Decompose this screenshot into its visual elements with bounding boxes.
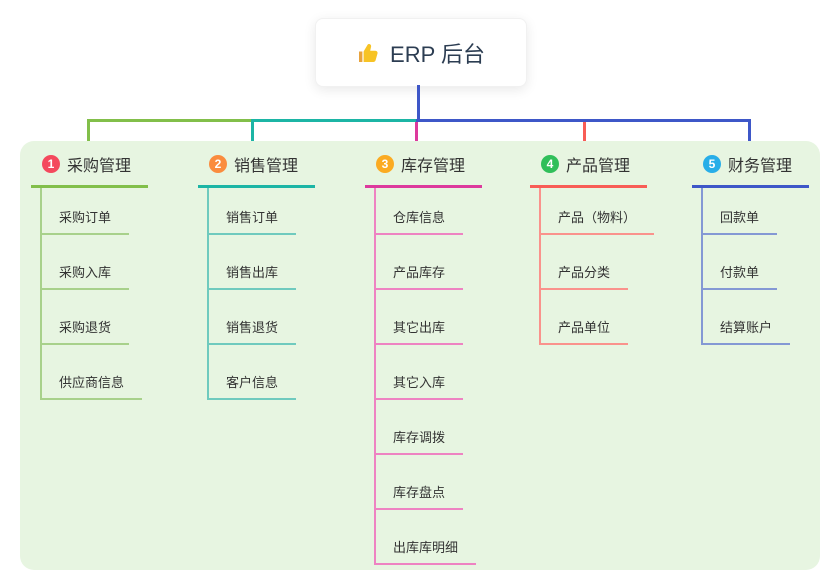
branch-children: 产品（物料） 产品分类产品单位 bbox=[539, 188, 655, 345]
child-item[interactable]: 库存调拨 bbox=[376, 400, 482, 455]
child-item[interactable]: 库存盘点 bbox=[376, 455, 482, 510]
branch-children: 回款单付款单结算账户 bbox=[701, 188, 809, 345]
branch-children: 采购订单采购入库采购退货供应商信息 bbox=[40, 188, 148, 400]
branch-title-label: 产品管理 bbox=[566, 158, 631, 175]
child-item[interactable]: 产品分类 bbox=[541, 235, 654, 290]
branch-title[interactable]: 5 财务管理 bbox=[692, 152, 809, 188]
branch-title-label: 库存管理 bbox=[401, 158, 466, 175]
child-item-label: 产品分类 bbox=[541, 262, 629, 290]
child-item[interactable]: 销售出库 bbox=[209, 235, 315, 290]
child-item-label: 销售退货 bbox=[209, 317, 297, 345]
child-item[interactable]: 结算账户 bbox=[703, 290, 809, 345]
child-item-label: 采购入库 bbox=[42, 262, 130, 290]
child-item[interactable]: 销售退货 bbox=[209, 290, 315, 345]
connector-drop-finance bbox=[748, 119, 751, 150]
child-item-label: 采购订单 bbox=[42, 207, 130, 235]
child-item[interactable]: 采购订单 bbox=[42, 188, 148, 235]
root-node[interactable]: ERP 后台 bbox=[315, 18, 527, 87]
child-item-label: 出库库明细 bbox=[376, 537, 477, 565]
branch-title-label: 销售管理 bbox=[234, 158, 299, 175]
child-item-label: 仓库信息 bbox=[376, 207, 464, 235]
child-item-label: 库存盘点 bbox=[376, 482, 464, 510]
child-item-label: 销售出库 bbox=[209, 262, 297, 290]
child-item[interactable]: 回款单 bbox=[703, 188, 809, 235]
branch-title-label: 财务管理 bbox=[728, 158, 793, 175]
child-item-label: 回款单 bbox=[703, 207, 778, 235]
branch-number-badge: 3 bbox=[376, 155, 394, 173]
branch-children: 仓库信息产品库存其它出库其它入库库存调拨库存盘点出库库明细 bbox=[374, 188, 482, 565]
child-item[interactable]: 采购退货 bbox=[42, 290, 148, 345]
connector-bus-indigo bbox=[416, 119, 751, 122]
branch-column: 3 库存管理 仓库信息产品库存其它出库其它入库库存调拨库存盘点出库库明细 bbox=[365, 152, 482, 565]
connector-bus-green bbox=[87, 119, 253, 122]
child-item-label: 产品（物料） bbox=[541, 207, 655, 235]
child-item[interactable]: 付款单 bbox=[703, 235, 809, 290]
connector-drop-inventory bbox=[415, 122, 418, 150]
child-item[interactable]: 产品（物料） bbox=[541, 188, 655, 235]
child-item-label: 产品库存 bbox=[376, 262, 464, 290]
branch-number-badge: 4 bbox=[541, 155, 559, 173]
child-item-label: 其它出库 bbox=[376, 317, 464, 345]
connector-drop-purchase bbox=[87, 119, 90, 150]
child-item-label: 付款单 bbox=[703, 262, 778, 290]
child-item[interactable]: 其它出库 bbox=[376, 290, 482, 345]
root-node-label: ERP 后台 bbox=[390, 41, 485, 67]
child-item-label: 产品单位 bbox=[541, 317, 629, 345]
mindmap-panel: 1 采购管理 采购订单采购入库采购退货供应商信息 2 销售管理 销售订单销售出库… bbox=[20, 141, 820, 570]
branch-column: 1 采购管理 采购订单采购入库采购退货供应商信息 bbox=[31, 152, 148, 400]
child-item[interactable]: 产品库存 bbox=[376, 235, 482, 290]
connector-root-drop bbox=[417, 85, 420, 119]
branch-title[interactable]: 1 采购管理 bbox=[31, 152, 148, 188]
branch-column: 2 销售管理 销售订单销售出库销售退货客户信息 bbox=[198, 152, 315, 400]
child-item-label: 结算账户 bbox=[703, 317, 791, 345]
child-item[interactable]: 产品单位 bbox=[541, 290, 654, 345]
branch-column: 4 产品管理 产品（物料） 产品分类产品单位 bbox=[530, 152, 655, 345]
connector-drop-product bbox=[583, 122, 586, 150]
branch-number-badge: 5 bbox=[703, 155, 721, 173]
child-item[interactable]: 出库库明细 bbox=[376, 510, 482, 565]
branch-column: 5 财务管理 回款单付款单结算账户 bbox=[692, 152, 809, 345]
child-item[interactable]: 销售订单 bbox=[209, 188, 315, 235]
connector-drop-sales bbox=[251, 119, 254, 150]
child-item-label: 采购退货 bbox=[42, 317, 130, 345]
child-item[interactable]: 仓库信息 bbox=[376, 188, 482, 235]
child-item-label: 供应商信息 bbox=[42, 372, 143, 400]
child-item-label: 销售订单 bbox=[209, 207, 297, 235]
branch-title[interactable]: 4 产品管理 bbox=[530, 152, 647, 188]
child-item-label: 库存调拨 bbox=[376, 427, 464, 455]
connector-bus-teal bbox=[251, 119, 418, 122]
child-item-label: 其它入库 bbox=[376, 372, 464, 400]
child-item[interactable]: 客户信息 bbox=[209, 345, 315, 400]
child-item[interactable]: 供应商信息 bbox=[42, 345, 148, 400]
branch-number-badge: 2 bbox=[209, 155, 227, 173]
branch-number-badge: 1 bbox=[42, 155, 60, 173]
thumbs-up-icon bbox=[357, 41, 381, 65]
branch-title[interactable]: 3 库存管理 bbox=[365, 152, 482, 188]
child-item[interactable]: 采购入库 bbox=[42, 235, 148, 290]
child-item-label: 客户信息 bbox=[209, 372, 297, 400]
branch-title[interactable]: 2 销售管理 bbox=[198, 152, 315, 188]
branch-children: 销售订单销售出库销售退货客户信息 bbox=[207, 188, 315, 400]
child-item[interactable]: 其它入库 bbox=[376, 345, 482, 400]
branch-title-label: 采购管理 bbox=[67, 158, 132, 175]
